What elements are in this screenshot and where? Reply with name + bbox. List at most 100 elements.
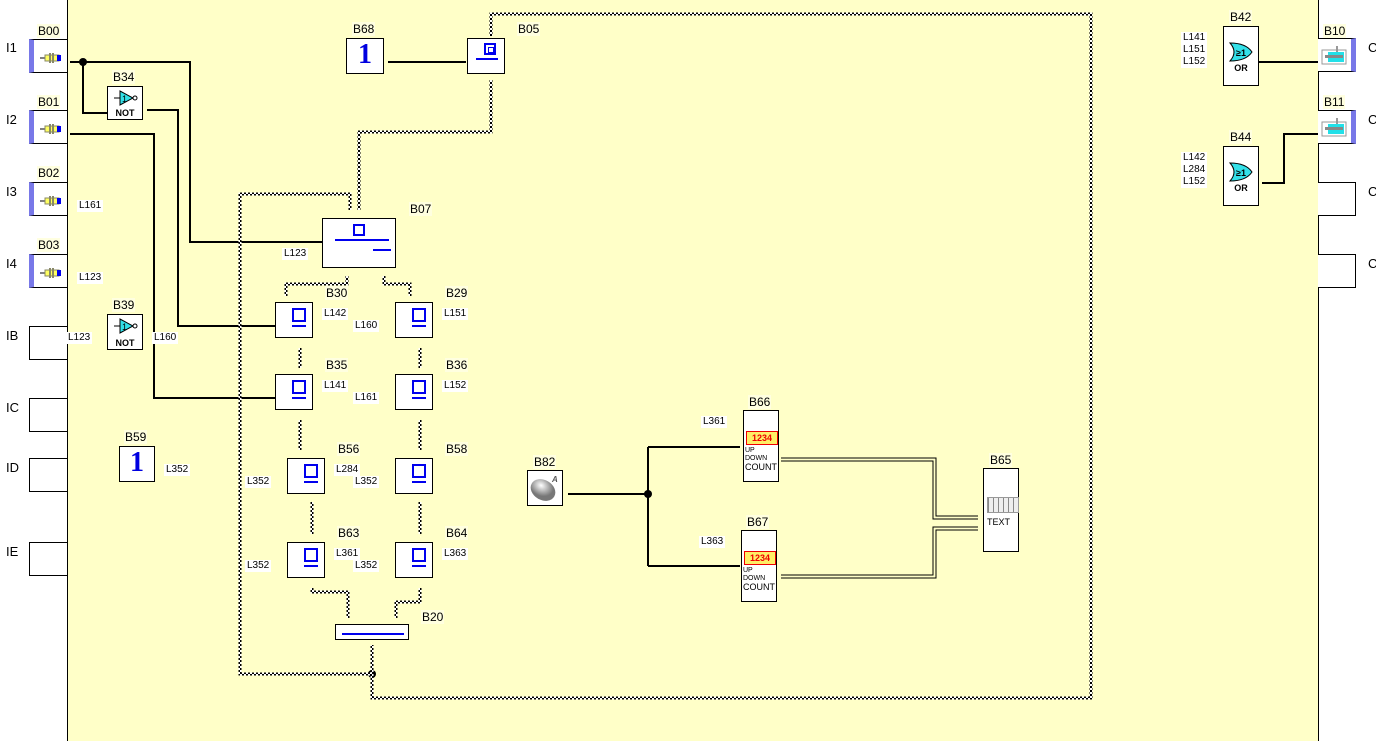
not-gate-b39[interactable]: 1 NOT [107, 314, 143, 350]
block-id: B20 [421, 610, 445, 624]
block-id: B68 [352, 22, 376, 36]
output-block-id-b10: B10 [1323, 24, 1347, 38]
input-label-ib: IB [6, 328, 19, 343]
step-icon [412, 464, 426, 478]
block-id: B59 [124, 430, 148, 444]
step-block-b58[interactable] [395, 458, 433, 494]
block-id: B67 [746, 515, 770, 529]
output-slot[interactable] [1318, 182, 1356, 216]
output-slot[interactable] [1318, 254, 1356, 288]
input-slot-id[interactable] [29, 458, 67, 492]
wire-label: L363 [699, 536, 726, 548]
wire-label: L363 [442, 548, 469, 560]
converge-block-b20[interactable] [335, 624, 409, 640]
block-id: B29 [445, 286, 469, 300]
block-id: B66 [748, 395, 772, 409]
input-label-ic: IC [6, 400, 19, 415]
step-block-b36[interactable] [395, 374, 433, 410]
input-block-b02[interactable] [29, 182, 67, 216]
output-block-b11[interactable] [1318, 110, 1356, 144]
counter-line1: UP DOWN [745, 447, 768, 462]
svg-text:1: 1 [122, 94, 127, 104]
block-id: B39 [112, 298, 136, 312]
sensor-icon [40, 50, 62, 63]
step-icon [412, 380, 426, 394]
or-gate-b44[interactable]: ≥1 OR [1223, 146, 1259, 206]
step-icon [304, 464, 318, 478]
or-gate-icon: ≥1 [1228, 162, 1253, 182]
step-block-b29[interactable] [395, 302, 433, 338]
wire-label: L352 [245, 560, 272, 572]
wire-label: L352 [353, 476, 380, 488]
output-block-b10[interactable] [1318, 38, 1356, 72]
input-block-b01[interactable] [29, 110, 67, 144]
block-id: B63 [337, 526, 361, 540]
block-id: B82 [533, 455, 557, 469]
wire-label: L284 [1181, 164, 1208, 176]
sensor-icon [40, 121, 62, 139]
step-block-b63[interactable] [287, 542, 325, 578]
wire-label: L123 [282, 248, 309, 260]
block-id: B05 [517, 22, 541, 36]
input-label-id: ID [6, 460, 19, 475]
counter-display: 1234 [744, 551, 776, 565]
wire-label: L152 [1181, 176, 1208, 188]
wire-label: L284 [334, 464, 361, 476]
diagram-canvas[interactable] [67, 0, 1319, 741]
input-block-b03[interactable] [29, 254, 67, 288]
analog-input-b82[interactable]: A [527, 470, 563, 506]
input-slot-ie[interactable] [29, 542, 67, 576]
block-id: B64 [445, 526, 469, 540]
step-icon [412, 308, 426, 322]
wire-label: L361 [701, 416, 728, 428]
block-id: B07 [409, 202, 433, 216]
svg-text:≥1: ≥1 [1236, 168, 1246, 178]
not-gate-icon: 1 [114, 90, 138, 106]
output-label: C [1368, 184, 1376, 199]
step-block-b30[interactable] [275, 302, 313, 338]
input-slot-ic[interactable] [29, 398, 67, 432]
text-display-b65[interactable]: TEXT [983, 468, 1019, 552]
step-icon [412, 548, 426, 562]
wire-label: L123 [66, 332, 93, 344]
sensor-icon [40, 265, 62, 283]
constant-b68[interactable]: 1 [346, 38, 384, 74]
wire-label: L160 [353, 320, 380, 332]
wire-label: L352 [164, 464, 191, 476]
input-block-id-b02: B02 [37, 166, 61, 180]
input-label-i4: I4 [6, 256, 17, 271]
step-icon [484, 43, 496, 55]
input-label-i1: I1 [6, 40, 17, 55]
step-icon [292, 380, 306, 394]
or-gate-b42[interactable]: ≥1 OR [1223, 26, 1259, 86]
or-gate-icon: ≥1 [1228, 42, 1253, 62]
cylinder-icon [1321, 46, 1347, 71]
input-label-i2: I2 [6, 112, 17, 127]
wire-label: L161 [353, 392, 380, 404]
svg-text:≥1: ≥1 [1236, 48, 1246, 58]
gate-type: OR [1234, 63, 1248, 73]
counter-line2: COUNT [745, 462, 777, 472]
step-block-b35[interactable] [275, 374, 313, 410]
wire-label: L142 [1181, 152, 1208, 164]
input-slot-ib[interactable] [29, 326, 67, 360]
step-block-b07[interactable] [322, 218, 396, 268]
wire-label: L151 [442, 308, 469, 320]
not-gate-b34[interactable]: 1 NOT [107, 86, 143, 120]
wire-label: L160 [152, 332, 179, 344]
cylinder-icon [1321, 118, 1347, 143]
step-block-b05[interactable] [467, 38, 505, 74]
not-gate-icon: 1 [114, 318, 138, 334]
step-block-b64[interactable] [395, 542, 433, 578]
sensor-icon [40, 193, 62, 211]
bar [476, 58, 498, 60]
block-id: B36 [445, 358, 469, 372]
wire-label: L152 [1181, 56, 1208, 68]
constant-b59[interactable]: 1 [119, 446, 155, 482]
wire-label: L361 [334, 548, 361, 560]
step-block-b56[interactable] [287, 458, 325, 494]
counter-line1: UP DOWN [743, 567, 766, 582]
input-block-b00[interactable] [29, 39, 67, 73]
